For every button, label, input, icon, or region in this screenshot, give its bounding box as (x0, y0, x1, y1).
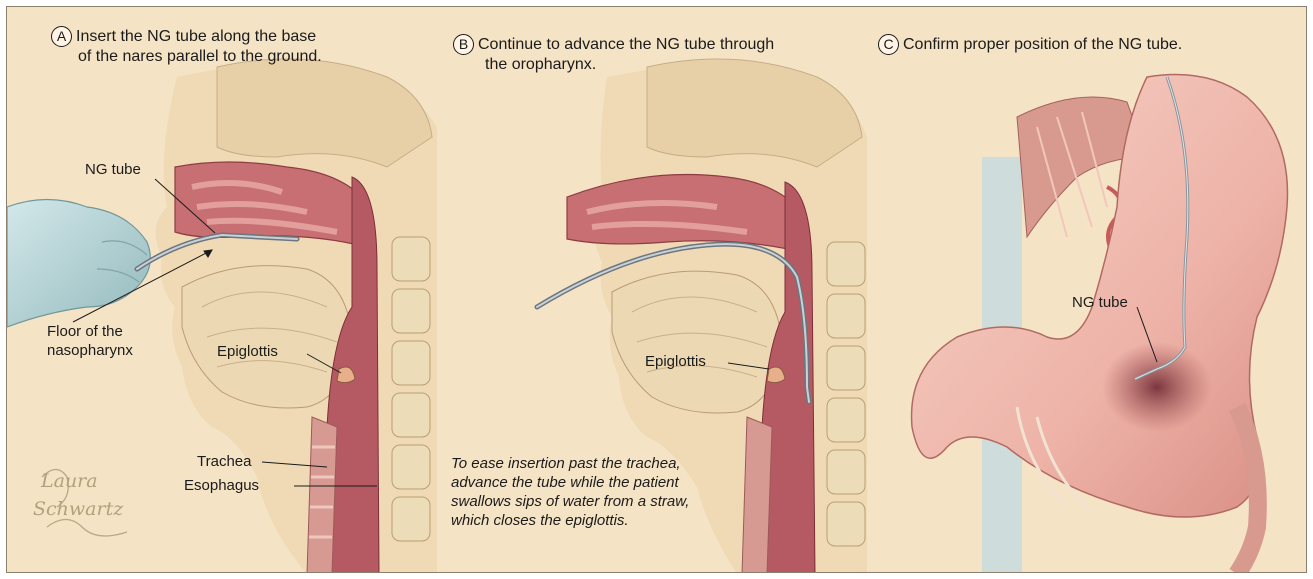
note-line4: which closes the epiglottis. (451, 511, 689, 530)
note-line2: advance the tube while the patient (451, 473, 689, 492)
label-floor-line2: nasopharynx (47, 341, 133, 360)
label-ng-tube-a: NG tube (85, 161, 141, 179)
signature-line1: Laura (33, 467, 123, 495)
caption-a-line2: of the nares parallel to the ground. (51, 47, 322, 67)
note-line1: To ease insertion past the trachea, (451, 454, 689, 473)
badge-c: C (878, 34, 899, 55)
label-ng-tube-c: NG tube (1072, 294, 1128, 312)
note-line3: swallows sips of water from a straw, (451, 492, 689, 511)
label-esophagus: Esophagus (184, 477, 259, 495)
caption-c-line1: Confirm proper position of the NG tube. (903, 36, 1182, 53)
caption-b-line1: Continue to advance the NG tube through (478, 36, 774, 53)
badge-b: B (453, 34, 474, 55)
label-floor-nasopharynx: Floor of the nasopharynx (47, 322, 133, 360)
label-epiglottis-a: Epiglottis (217, 343, 278, 361)
caption-b-line2: the oropharynx. (453, 55, 774, 75)
label-epiglottis-b: Epiglottis (645, 353, 706, 371)
badge-a: A (51, 26, 72, 47)
caption-a-line1: Insert the NG tube along the base (76, 28, 316, 45)
signature-line2: Schwartz (33, 495, 123, 523)
insertion-note: To ease insertion past the trachea, adva… (451, 454, 689, 530)
label-floor-line1: Floor of the (47, 322, 133, 341)
panel-c-stomach (912, 75, 1288, 574)
label-trachea: Trachea (197, 453, 251, 471)
artist-signature: Laura Schwartz (33, 467, 123, 523)
